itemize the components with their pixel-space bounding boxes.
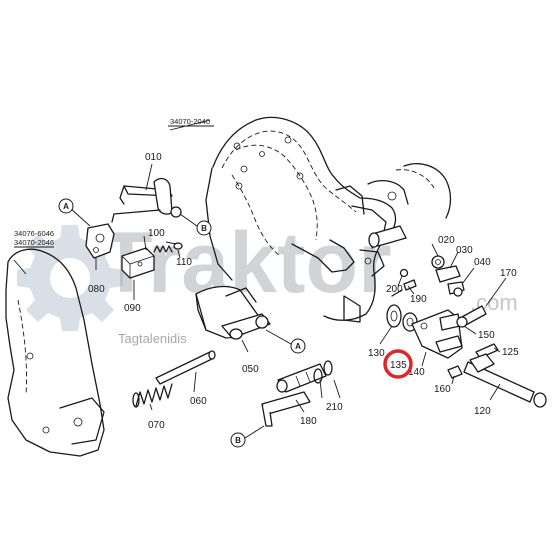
label-200: 200 (386, 284, 403, 295)
callout-b-top: B (179, 213, 212, 236)
callout-b-bottom-label: B (235, 436, 241, 445)
part-190-pin (399, 268, 417, 291)
callout-a-middle-label: A (295, 342, 301, 351)
part-030-plate (435, 265, 461, 283)
highlight-ring-135 (383, 349, 413, 379)
label-090: 090 (124, 303, 141, 314)
label-040: 040 (474, 257, 491, 268)
part-080-fork-bracket (69, 207, 115, 259)
part-050-shift-fork (195, 285, 271, 340)
label-070: 070 (148, 420, 165, 431)
label-160: 160 (434, 384, 451, 395)
part-130-collar (386, 304, 402, 328)
ref-code-left-2: 34070-2046 (14, 238, 54, 247)
part-150-bolt (439, 313, 468, 331)
label-190: 190 (410, 294, 427, 305)
part-180-lever (261, 363, 327, 427)
label-060: 060 (190, 396, 207, 407)
part-010-shift-lever (111, 177, 182, 223)
label-150: 150 (478, 330, 495, 341)
watermark-tagline: Tagtalenidis (118, 331, 187, 346)
label-030: 030 (456, 245, 473, 256)
label-100: 100 (148, 228, 165, 239)
leader-lines (13, 119, 507, 413)
part-070-spring (132, 383, 173, 408)
callout-a-top: A (58, 198, 74, 214)
part-060-shift-rod (155, 350, 216, 385)
part-110-pin (173, 242, 183, 250)
transmission-housing (205, 116, 452, 323)
label-080: 080 (88, 284, 105, 295)
label-110: 110 (176, 257, 192, 268)
part-040-bolt (447, 281, 465, 297)
part-210-o-rings (313, 360, 333, 384)
part-125-pin (475, 343, 499, 359)
part-200-shaft-end (368, 225, 407, 297)
part-120-cross-shaft (463, 353, 547, 408)
label-125: 125 (502, 347, 519, 358)
label-140: 140 (408, 367, 425, 378)
left-housing-cover (5, 248, 105, 457)
label-120: 120 (474, 406, 491, 417)
label-050: 050 (242, 364, 259, 375)
callout-a-top-label: A (63, 202, 69, 211)
callout-a-middle: A (265, 329, 306, 354)
callout-b-bottom: B (230, 425, 265, 448)
callout-b-top-label: B (201, 224, 207, 233)
label-170: 170 (500, 268, 517, 279)
part-020-washer (431, 255, 445, 269)
label-020: 020 (438, 235, 455, 246)
label-210: 210 (326, 402, 343, 413)
part-labels: 010 020 030 040 050 060 070 080 090 100 … (88, 152, 519, 431)
label-010: 010 (145, 152, 162, 163)
label-135: 135 (390, 360, 407, 371)
part-100-spring (153, 245, 173, 253)
ref-code-top: 34070-2040 (170, 117, 210, 126)
label-180: 180 (300, 416, 317, 427)
part-160-nut (447, 365, 463, 379)
label-130: 130 (368, 348, 385, 359)
ref-code-left-1: 34076-6046 (14, 229, 54, 238)
